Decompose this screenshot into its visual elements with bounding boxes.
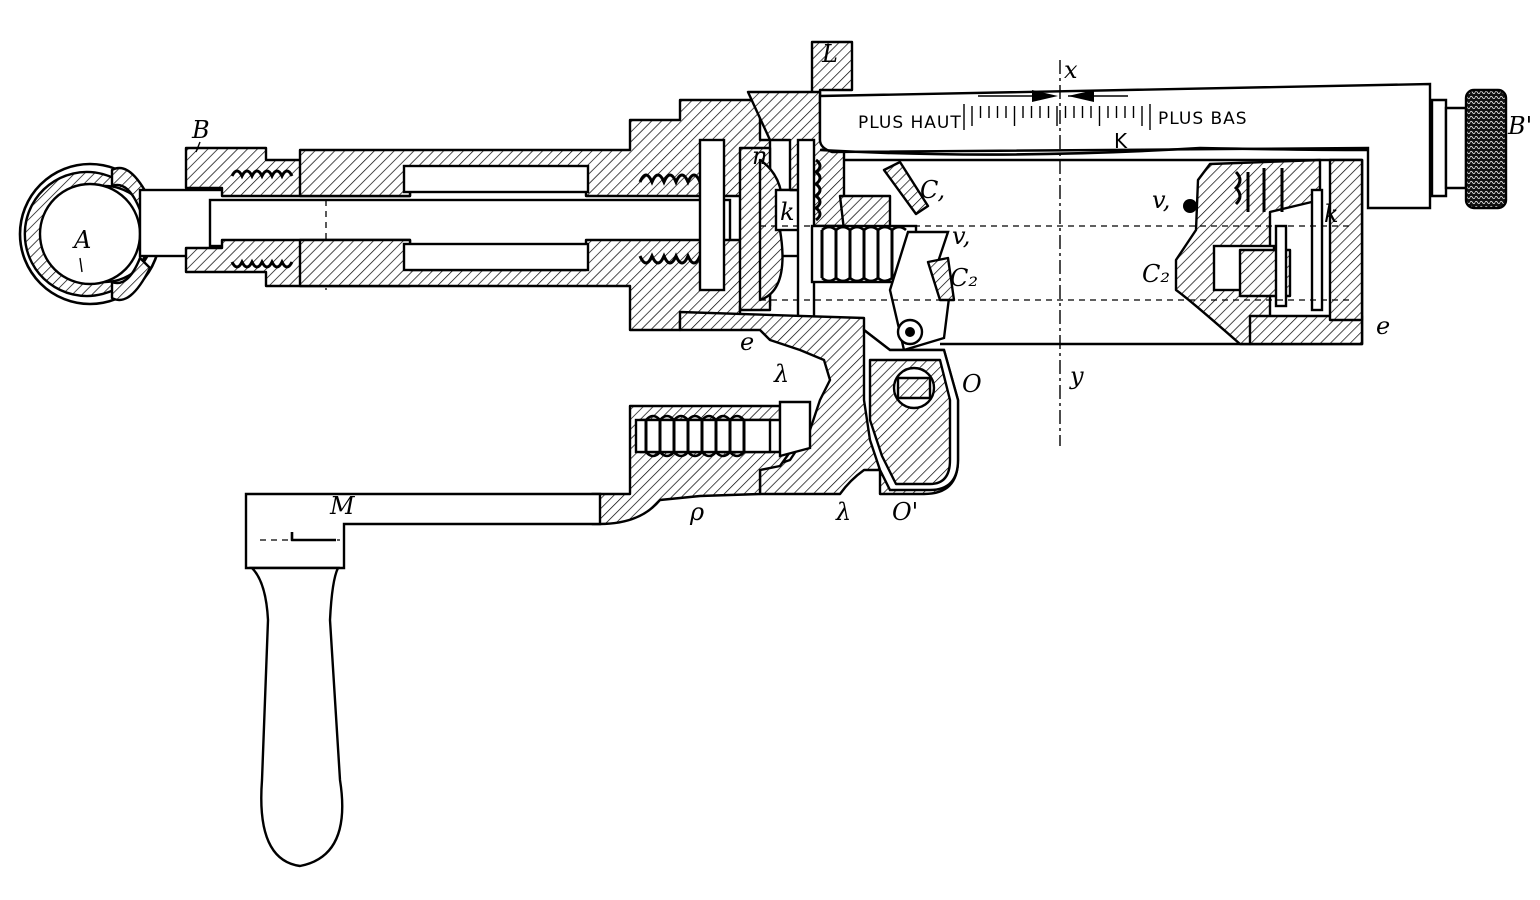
scale-arrow-left-head — [1032, 90, 1058, 102]
label-y: y — [1069, 362, 1084, 390]
figure-labels: A B B' L x y K C, v, C₂ v, C₂ k k n e e … — [72, 40, 1532, 526]
housing — [844, 158, 1364, 346]
latch-assembly — [810, 160, 956, 352]
label-e-right: e — [1376, 312, 1390, 340]
label-k-left: k — [780, 198, 795, 226]
label-e-left: e — [740, 328, 754, 356]
label-lambda-lower: λ — [835, 498, 851, 526]
label-c2-right: C₂ — [1142, 260, 1170, 288]
label-k-right: k — [1324, 200, 1339, 228]
scale-right-text: PLUS BAS — [1158, 109, 1248, 129]
knurled-knob — [1464, 88, 1508, 210]
label-lambda-upper: λ — [773, 360, 789, 388]
label-m: M — [329, 492, 356, 520]
label-n: n — [752, 142, 767, 170]
label-c1: C, — [920, 176, 945, 204]
scale-left-text: PLUS HAUT — [858, 113, 962, 133]
lower-body — [590, 310, 960, 526]
label-o: O — [962, 370, 982, 398]
label-b: B — [191, 116, 210, 144]
label-v1-right: v, — [1152, 186, 1170, 214]
plunger-disc — [738, 146, 802, 312]
label-x: x — [1064, 56, 1078, 84]
label-rho: ρ — [689, 498, 704, 526]
scale-bar-k: PLUS HAUT PLUS BAS — [818, 82, 1508, 210]
label-o-prime: O' — [892, 498, 918, 526]
label-a: A — [72, 226, 91, 254]
scale-ticks — [971, 106, 1143, 126]
label-v1-left: v, — [952, 222, 970, 250]
label-k: K — [1114, 129, 1128, 153]
crank-handle-m — [244, 492, 602, 868]
scale-arrow-right-head — [1068, 90, 1094, 102]
axis-lines — [760, 60, 1350, 446]
label-l: L — [821, 40, 838, 68]
label-c2-left: C₂ — [950, 264, 978, 292]
label-b-prime: B' — [1507, 112, 1532, 140]
